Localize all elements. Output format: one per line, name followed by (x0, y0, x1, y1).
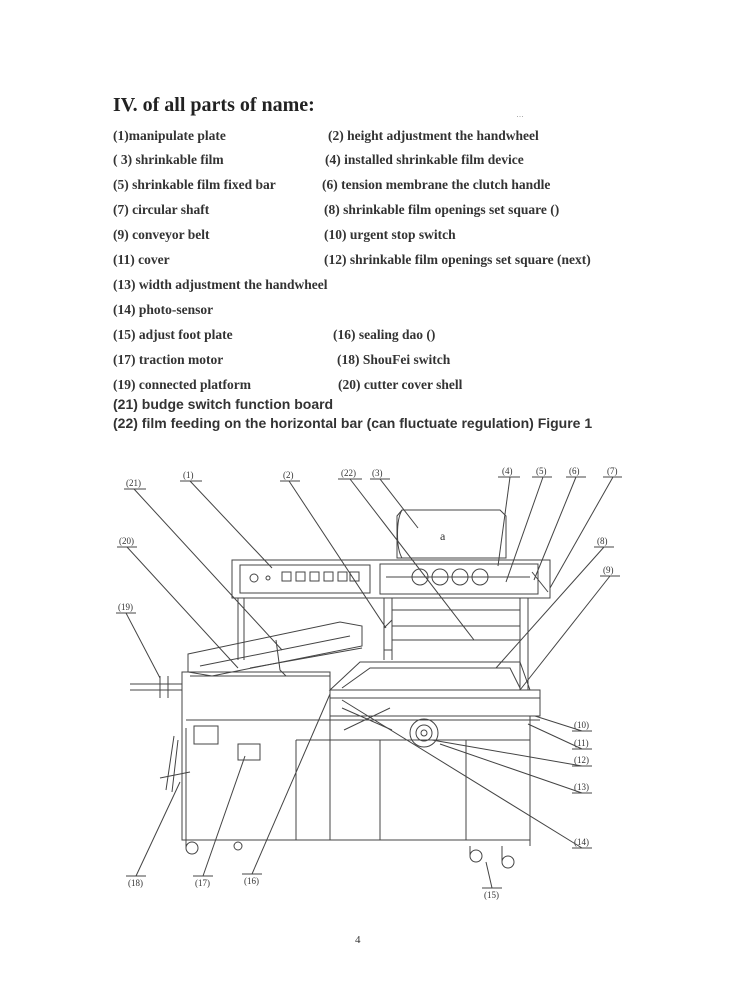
page-number: 4 (355, 934, 361, 946)
label-17: (17) (195, 878, 210, 888)
part-name: (8) shrinkable film openings set square … (324, 202, 560, 217)
film-roll: a (396, 509, 507, 559)
part-name: (18) ShouFei switch (337, 352, 451, 367)
part-name: (20) cutter cover shell (338, 377, 463, 392)
parts-row: (15) adjust foot plate (16) sealing dao … (113, 327, 713, 347)
part-line-sans: (22) film feeding on the horizontal bar … (113, 415, 593, 431)
parts-row: (5) shrinkable film fixed bar (6) tensio… (113, 177, 713, 197)
section-heading: IV. of all parts of name: (113, 94, 315, 116)
parts-row: (13) width adjustment the handwheel (113, 277, 713, 297)
figure-labels: (21) (1) (2) (22) (3) (4) (5) (6) (7) (2… (118, 466, 618, 900)
label-13: (13) (574, 782, 589, 792)
part-name: (19) connected platform (113, 377, 251, 392)
label-8: (8) (597, 536, 608, 546)
label-12: (12) (574, 755, 589, 765)
part-name: (2) height adjustment the handwheel (328, 128, 539, 143)
label-19: (19) (118, 602, 133, 612)
part-name: (13) width adjustment the handwheel (113, 277, 328, 292)
leader-lines (125, 476, 614, 889)
part-name: (11) cover (113, 252, 170, 267)
svg-text:a: a (440, 529, 446, 543)
frame (237, 598, 529, 690)
part-name: (4) installed shrinkable film device (325, 152, 524, 167)
label-1: (1) (183, 470, 194, 480)
label-5: (5) (536, 466, 547, 476)
part-name: (5) shrinkable film fixed bar (113, 177, 276, 192)
label-18: (18) (128, 878, 143, 888)
part-name: (9) conveyor belt (113, 227, 210, 242)
label-21: (21) (126, 478, 141, 488)
sealing-area (187, 621, 531, 691)
label-3: (3) (372, 468, 383, 478)
parts-row: (7) circular shaft (8) shrinkable film o… (113, 202, 713, 222)
control-box (231, 559, 551, 599)
parts-row: ( 3) shrinkable film (4) installed shrin… (113, 152, 713, 172)
parts-row: (14) photo-sensor (113, 302, 713, 322)
label-2: (2) (283, 470, 294, 480)
label-15: (15) (484, 890, 499, 900)
part-name: ( 3) shrinkable film (113, 152, 224, 167)
part-name: (14) photo-sensor (113, 302, 214, 317)
part-name: (16) sealing dao () (333, 327, 436, 342)
parts-row: (19) connected platform (20) cutter cove… (113, 377, 713, 397)
machine-body (130, 671, 541, 846)
label-11: (11) (574, 738, 589, 748)
label-16: (16) (244, 876, 259, 886)
parts-row: (1)manipulate plate (2) height adjustmen… (113, 128, 713, 148)
label-14: (14) (574, 837, 589, 847)
label-9: (9) (603, 565, 614, 575)
part-name: (12) shrinkable film openings set square… (324, 252, 591, 267)
label-4: (4) (502, 466, 513, 476)
part-name: (15) adjust foot plate (113, 327, 233, 342)
parts-row: (9) conveyor belt (10) urgent stop switc… (113, 227, 713, 247)
part-line-sans: (21) budge switch function board (113, 396, 334, 412)
label-22: (22) (341, 468, 356, 478)
label-6: (6) (569, 466, 580, 476)
label-7: (7) (607, 466, 618, 476)
part-name: (6) tension membrane the clutch handle (322, 177, 551, 192)
part-name: (7) circular shaft (113, 202, 210, 217)
casters (185, 840, 515, 869)
part-name: (1)manipulate plate (113, 128, 226, 143)
part-name: (10) urgent stop switch (324, 227, 456, 242)
scan-mark: … (516, 110, 524, 119)
label-20: (20) (119, 536, 134, 546)
part-name: (17) traction motor (113, 352, 224, 367)
parts-row: (11) cover (12) shrinkable film openings… (113, 252, 713, 272)
label-10: (10) (574, 720, 589, 730)
parts-row: (17) traction motor (18) ShouFei switch (113, 352, 713, 372)
